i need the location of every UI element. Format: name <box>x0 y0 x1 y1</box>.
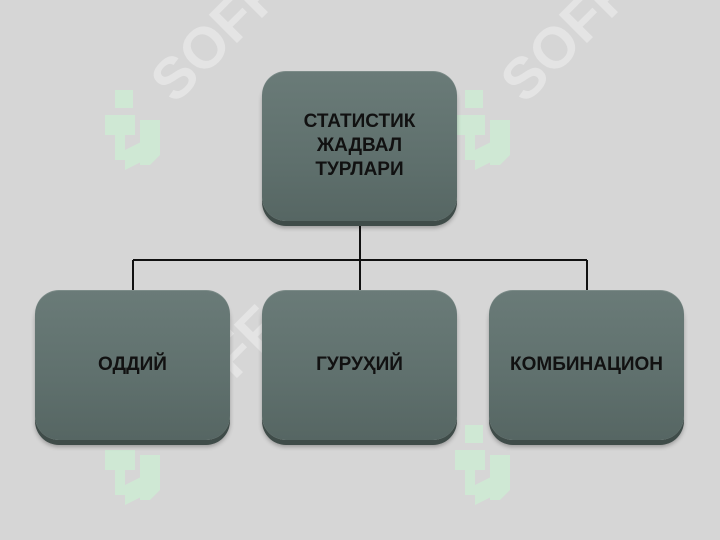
root-label-line-3: ТУРЛАРИ <box>315 158 404 180</box>
root-label-line-1: СТАТИСТИК <box>303 111 416 133</box>
child-label: КОМБИНАЦИОН <box>510 354 663 376</box>
root-label: СТАТИСТИК ЖАДВАЛ ТУРЛАРИ <box>304 110 416 181</box>
child-node-group: ГУРУҲИЙ <box>262 290 457 440</box>
child-node-combination: КОМБИНАЦИОН <box>489 290 684 440</box>
root-node: СТАТИСТИК ЖАДВАЛ ТУРЛАРИ <box>262 71 457 221</box>
root-label-line-2: ЖАДВАЛ <box>316 135 403 157</box>
child-label: ГУРУҲИЙ <box>316 354 403 376</box>
child-label: ОДДИЙ <box>98 354 167 376</box>
child-node-simple: ОДДИЙ <box>35 290 230 440</box>
